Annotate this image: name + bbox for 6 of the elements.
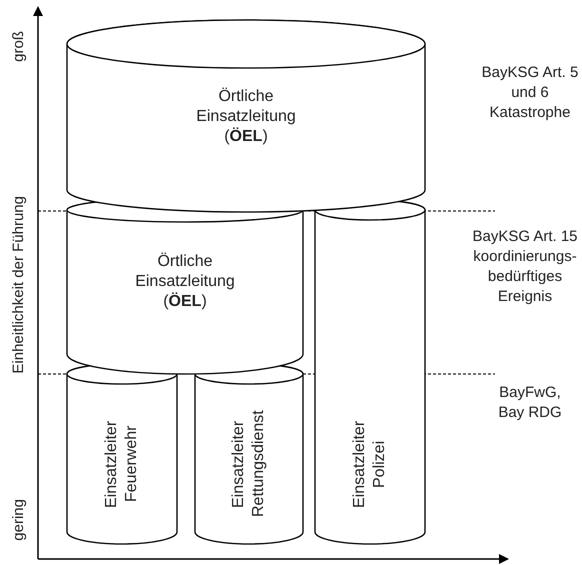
axis-label: gering: [9, 499, 28, 541]
axis-label: groß: [9, 30, 28, 62]
legal-basis-note: BayFwG, Bay RDG: [497, 383, 563, 423]
legal-basis-note: BayKSG Art. 15 koordinierungs-bedürftiges Ereignis: [471, 227, 579, 307]
legal-basis-note: BayKSG Art. 5 und 6 Katastrophe: [480, 63, 580, 123]
axis-label: Einheitlichkeit der Führung: [9, 196, 28, 374]
